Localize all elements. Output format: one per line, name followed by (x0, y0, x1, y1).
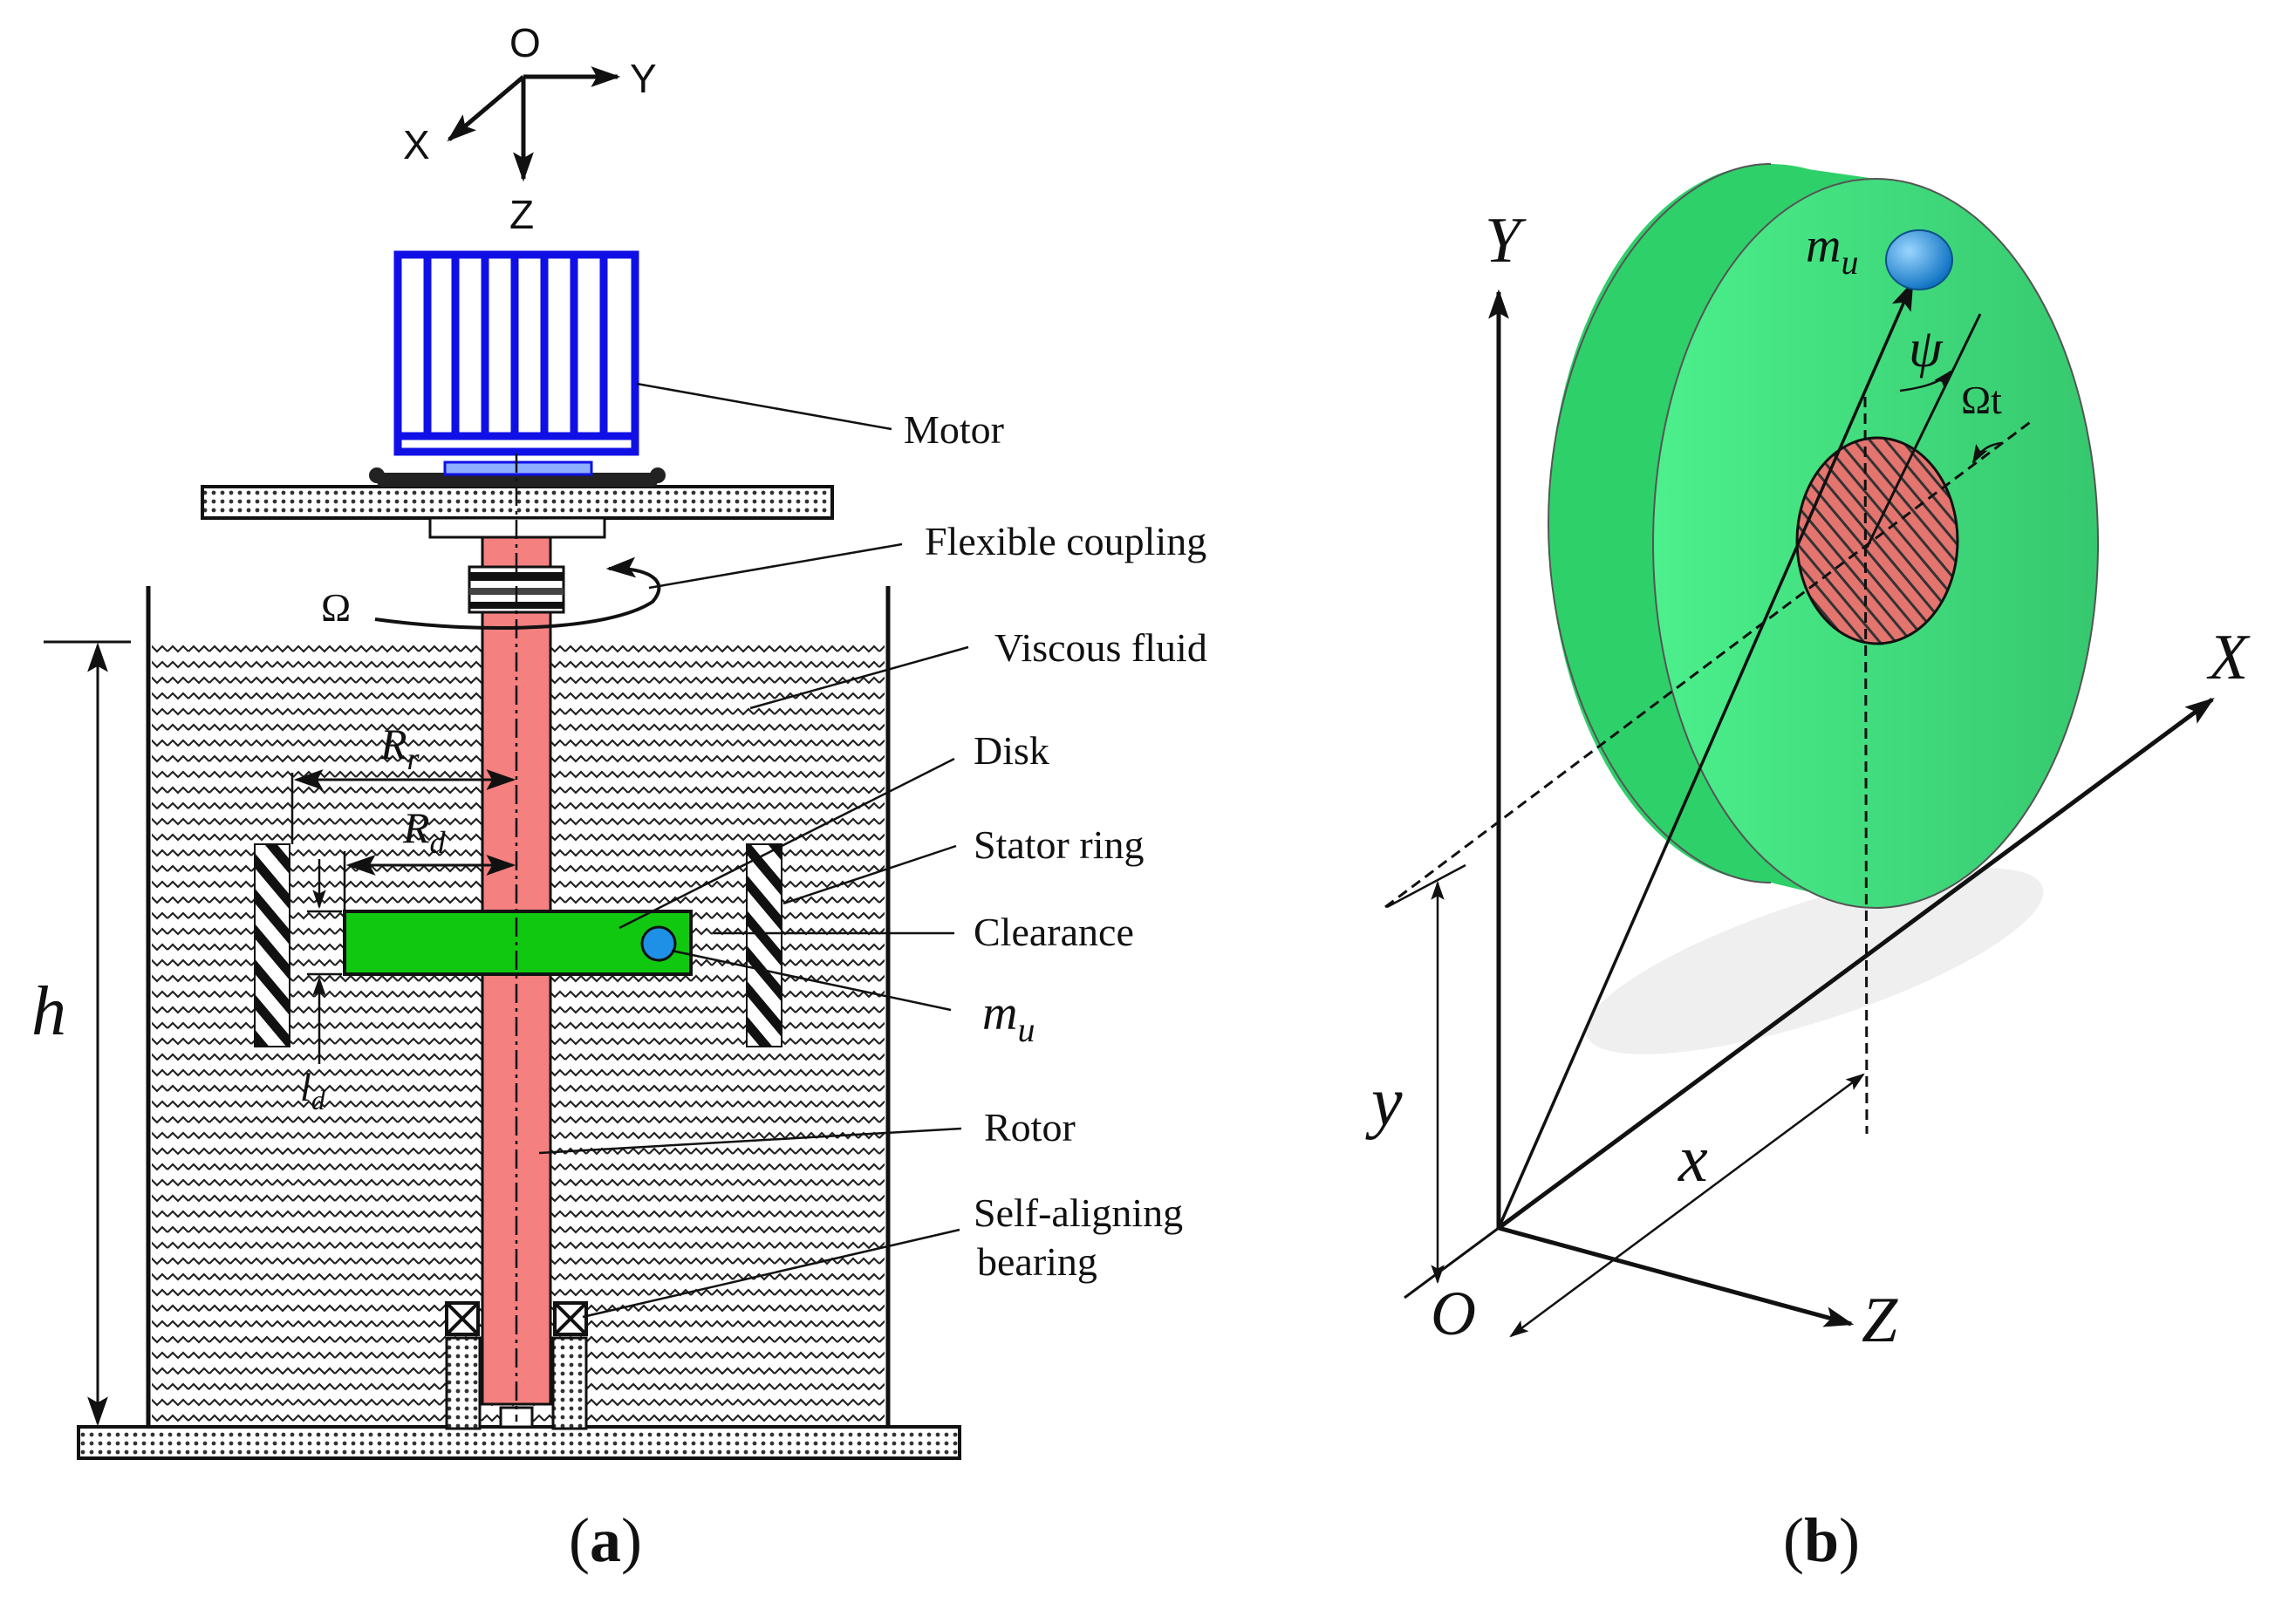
leader-disk (618, 757, 955, 930)
axis-y-label: Y (630, 56, 657, 101)
label-rotor: Rotor (984, 1105, 1076, 1149)
rotation-arrow (374, 556, 661, 631)
panel-a-axes (447, 66, 621, 182)
dashed-vertical-axis (1863, 396, 1869, 1135)
label-bearing-line1: Self-aligning (974, 1190, 1183, 1235)
leader-fluid (749, 645, 969, 710)
psi-label: ψ (1909, 319, 1944, 379)
origin-label-b: O (1431, 1279, 1476, 1348)
label-stator-ring: Stator ring (974, 822, 1144, 867)
self-aligning-bearing (445, 1301, 588, 1336)
height-dimension (44, 640, 131, 1427)
axis-z-label-b: Z (1862, 1285, 1898, 1356)
panel-b: y x Y X Z O mu ψ Ωt (b) (1365, 163, 2251, 1575)
ld-label: ld (300, 1065, 326, 1115)
y-displacement-label: y (1365, 1064, 1403, 1141)
axis-x-label-b: X (2206, 622, 2251, 693)
leader-rotor (538, 1127, 962, 1155)
panel-a: O Y X Z (31, 20, 1207, 1575)
height-label: h (31, 973, 66, 1050)
axis-z-label: Z (509, 192, 534, 237)
mass-position-vector (1497, 280, 1914, 1229)
axis-origin-label: O (509, 20, 541, 65)
x-displacement-arrow (1509, 1073, 1865, 1338)
label-unbalance-mass: mu (982, 986, 1035, 1049)
disk-shadow (1585, 868, 2044, 1054)
leader-coupling (648, 542, 903, 590)
mass-label-b: mu (1806, 219, 1858, 282)
label-motor: Motor (904, 407, 1004, 452)
axis-stub-b (1404, 1226, 1500, 1299)
label-viscous-fluid: Viscous fluid (994, 625, 1207, 670)
caption-b: (b) (1783, 1505, 1860, 1575)
shaft-section (1795, 436, 1959, 645)
omega-t-angle-arc (1971, 441, 2002, 464)
omega-symbol: Ω (321, 585, 351, 630)
psi-angle-arc (1899, 370, 1952, 392)
disk (343, 910, 693, 976)
bearing-housing (445, 1336, 588, 1430)
label-bearing-line2: bearing (977, 1239, 1097, 1284)
x-displacement-label: x (1678, 1122, 1708, 1196)
panel-b-dashed-lines (1384, 396, 2033, 1135)
leader-mass (671, 949, 952, 1012)
axis-y-label-b: Y (1485, 205, 1527, 276)
motor (393, 250, 639, 456)
ld-dimension (307, 859, 342, 1064)
leader-motor (636, 382, 892, 431)
label-flexible-coupling: Flexible coupling (925, 519, 1206, 563)
rd-label: Rd (402, 803, 447, 860)
unbalance-mass-ball (640, 925, 677, 962)
label-disk: Disk (974, 728, 1049, 773)
base-plate (77, 1425, 961, 1460)
panel-a-leaders (538, 382, 969, 1319)
label-clearance: Clearance (974, 910, 1134, 954)
axis-z-b (1498, 1225, 1855, 1327)
axis-x-arrow (447, 75, 525, 142)
leader-bearing (582, 1228, 960, 1319)
omega-t-label: Ωt (1961, 378, 2002, 422)
y-displacement (1386, 863, 1466, 1285)
axis-x-label: X (403, 122, 430, 167)
rr-label: Rr (379, 720, 420, 776)
unbalance-mass-ball-b (1885, 229, 1953, 290)
caption-a: (a) (569, 1505, 642, 1575)
leader-stator (782, 844, 957, 905)
rotating-reference-line (1865, 313, 1982, 549)
stator-ring-right (746, 843, 782, 1047)
dashed-horizontal-axis (1384, 419, 2033, 909)
stator-ring-left (254, 843, 290, 1047)
